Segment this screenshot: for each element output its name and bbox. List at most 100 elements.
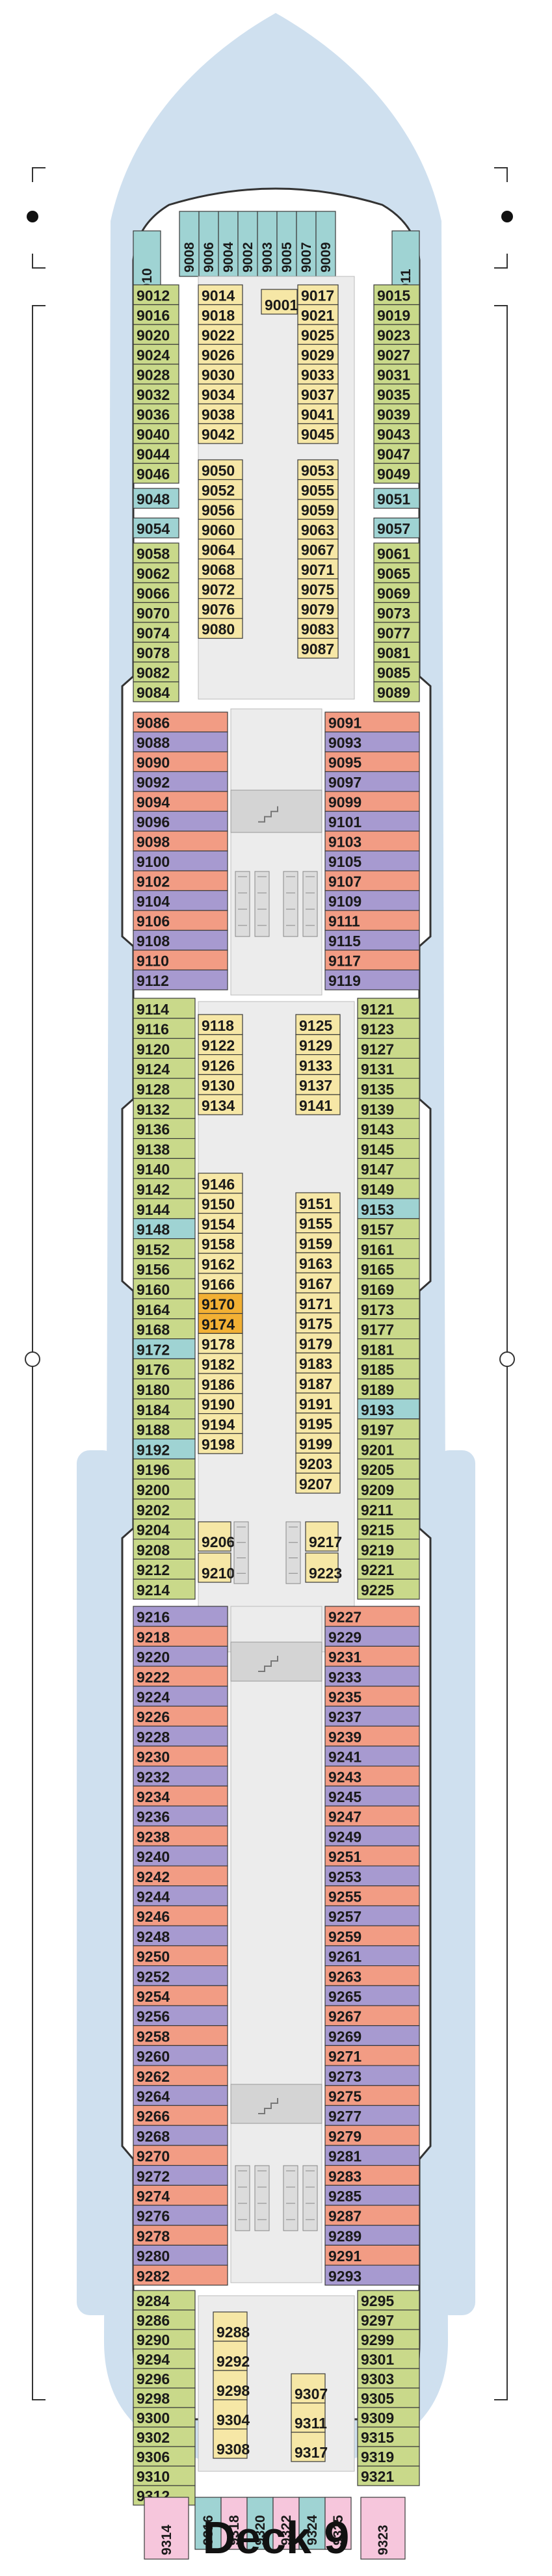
cabin-9181[interactable]: 9181 [357, 1338, 420, 1360]
cabin-9322[interactable]: 9322 [272, 2497, 300, 2550]
cabin-9100[interactable]: 9100 [133, 850, 228, 871]
cabin-9196[interactable]: 9196 [133, 1458, 196, 1480]
cabin-9283[interactable]: 9283 [324, 2165, 420, 2186]
cabin-9042[interactable]: 9042 [198, 423, 243, 444]
cabin-9170[interactable]: 9170 [198, 1293, 243, 1314]
cabin-9017[interactable]: 9017 [297, 284, 339, 306]
cabin-9288[interactable]: 9288 [213, 2311, 250, 2342]
cabin-9071[interactable]: 9071 [297, 558, 339, 579]
cabin-9221[interactable]: 9221 [357, 1558, 420, 1580]
cabin-9252[interactable]: 9252 [133, 1965, 228, 1986]
cabin-9111[interactable]: 9111 [324, 910, 420, 931]
cabin-9144[interactable]: 9144 [133, 1198, 196, 1219]
cabin-9216[interactable]: 9216 [133, 1606, 228, 1627]
cabin-9279[interactable]: 9279 [324, 2125, 420, 2146]
cabin-9151[interactable]: 9151 [295, 1192, 341, 1214]
cabin-9267[interactable]: 9267 [324, 2005, 420, 2026]
cabin-9315[interactable]: 9315 [357, 2426, 420, 2447]
cabin-9324[interactable]: 9324 [298, 2497, 326, 2550]
cabin-9049[interactable]: 9049 [373, 462, 420, 484]
cabin-9068[interactable]: 9068 [198, 558, 243, 579]
cabin-9231[interactable]: 9231 [324, 1645, 420, 1667]
cabin-9182[interactable]: 9182 [198, 1353, 243, 1374]
cabin-9244[interactable]: 9244 [133, 1885, 228, 1907]
cabin-9297[interactable]: 9297 [357, 2309, 420, 2330]
cabin-9281[interactable]: 9281 [324, 2145, 420, 2166]
cabin-9173[interactable]: 9173 [357, 1298, 420, 1320]
cabin-9050[interactable]: 9050 [198, 459, 243, 481]
cabin-9046[interactable]: 9046 [133, 462, 179, 484]
cabin-9164[interactable]: 9164 [133, 1298, 196, 1320]
cabin-9075[interactable]: 9075 [297, 578, 339, 600]
cabin-9183[interactable]: 9183 [295, 1352, 341, 1374]
cabin-9268[interactable]: 9268 [133, 2125, 228, 2146]
cabin-9148[interactable]: 9148 [133, 1218, 196, 1240]
cabin-9304[interactable]: 9304 [213, 2399, 250, 2430]
cabin-9031[interactable]: 9031 [373, 364, 420, 385]
cabin-9084[interactable]: 9084 [133, 681, 179, 702]
cabin-9097[interactable]: 9097 [324, 771, 420, 792]
cabin-9124[interactable]: 9124 [133, 1057, 196, 1079]
cabin-9171[interactable]: 9171 [295, 1292, 341, 1314]
cabin-9240[interactable]: 9240 [133, 1845, 228, 1866]
cabin-9034[interactable]: 9034 [198, 383, 243, 405]
cabin-9019[interactable]: 9019 [373, 304, 420, 325]
cabin-9298[interactable]: 9298 [213, 2370, 250, 2400]
cabin-9081[interactable]: 9081 [373, 641, 420, 663]
cabin-9029[interactable]: 9029 [297, 343, 339, 365]
cabin-9041[interactable]: 9041 [297, 403, 339, 425]
cabin-9215[interactable]: 9215 [357, 1519, 420, 1540]
cabin-9306[interactable]: 9306 [133, 2446, 196, 2467]
cabin-9225[interactable]: 9225 [357, 1578, 420, 1600]
cabin-9278[interactable]: 9278 [133, 2225, 228, 2246]
cabin-9143[interactable]: 9143 [357, 1118, 420, 1139]
cabin-9205[interactable]: 9205 [357, 1458, 420, 1480]
cabin-9269[interactable]: 9269 [324, 2025, 420, 2046]
cabin-9153[interactable]: 9153 [357, 1198, 420, 1219]
cabin-9158[interactable]: 9158 [198, 1232, 243, 1254]
cabin-9062[interactable]: 9062 [133, 562, 179, 583]
cabin-9321[interactable]: 9321 [357, 2465, 420, 2486]
cabin-9105[interactable]: 9105 [324, 850, 420, 871]
cabin-9301[interactable]: 9301 [357, 2348, 420, 2369]
cabin-9055[interactable]: 9055 [297, 479, 339, 500]
cabin-9009[interactable]: 9009 [315, 211, 336, 277]
cabin-9086[interactable]: 9086 [133, 711, 228, 733]
cabin-9198[interactable]: 9198 [198, 1433, 243, 1454]
cabin-9149[interactable]: 9149 [357, 1178, 420, 1199]
cabin-9177[interactable]: 9177 [357, 1318, 420, 1340]
cabin-9074[interactable]: 9074 [133, 622, 179, 643]
cabin-9127[interactable]: 9127 [357, 1037, 420, 1059]
cabin-9125[interactable]: 9125 [295, 1014, 341, 1035]
cabin-9033[interactable]: 9033 [297, 364, 339, 385]
cabin-9245[interactable]: 9245 [324, 1785, 420, 1807]
cabin-9236[interactable]: 9236 [133, 1805, 228, 1827]
cabin-9112[interactable]: 9112 [133, 969, 228, 990]
cabin-9178[interactable]: 9178 [198, 1333, 243, 1354]
cabin-9314[interactable]: 9314 [144, 2497, 189, 2560]
cabin-9184[interactable]: 9184 [133, 1398, 196, 1420]
cabin-9032[interactable]: 9032 [133, 383, 179, 405]
cabin-9232[interactable]: 9232 [133, 1766, 228, 1786]
cabin-9114[interactable]: 9114 [133, 998, 196, 1019]
cabin-9265[interactable]: 9265 [324, 1985, 420, 2006]
cabin-9180[interactable]: 9180 [133, 1378, 196, 1400]
cabin-9307[interactable]: 9307 [291, 2373, 328, 2404]
cabin-9037[interactable]: 9037 [297, 383, 339, 405]
cabin-9253[interactable]: 9253 [324, 1865, 420, 1887]
cabin-9030[interactable]: 9030 [198, 364, 243, 385]
cabin-9230[interactable]: 9230 [133, 1746, 228, 1767]
cabin-9090[interactable]: 9090 [133, 751, 228, 773]
cabin-9020[interactable]: 9020 [133, 324, 179, 345]
cabin-9163[interactable]: 9163 [295, 1252, 341, 1273]
cabin-9194[interactable]: 9194 [198, 1413, 243, 1435]
cabin-9036[interactable]: 9036 [133, 403, 179, 425]
cabin-9040[interactable]: 9040 [133, 423, 179, 444]
cabin-9107[interactable]: 9107 [324, 870, 420, 892]
cabin-9130[interactable]: 9130 [198, 1074, 243, 1095]
cabin-9223[interactable]: 9223 [305, 1552, 342, 1583]
cabin-9001[interactable]: 9001 [261, 289, 298, 315]
cabin-9063[interactable]: 9063 [297, 518, 339, 540]
cabin-9280[interactable]: 9280 [133, 2244, 228, 2266]
cabin-9206[interactable]: 9206 [198, 1521, 235, 1552]
